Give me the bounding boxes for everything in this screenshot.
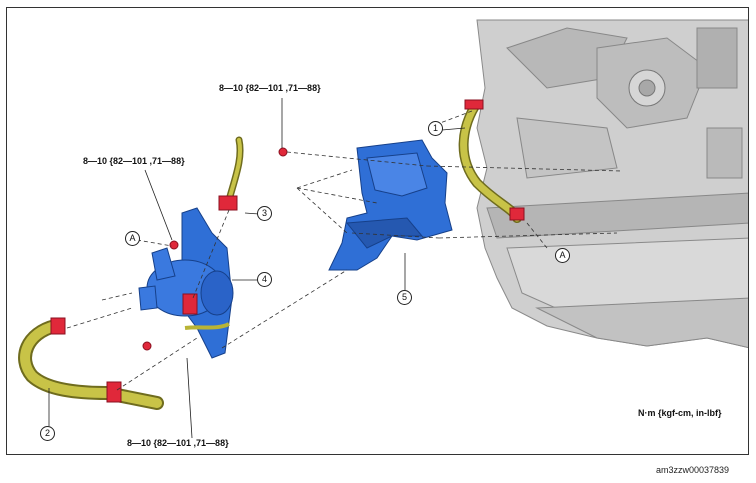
leader-lines [48, 98, 466, 439]
bolts [142, 147, 288, 351]
torque-label-bottom: 8—10 {82—101 ,71—88} [127, 438, 229, 448]
units-legend: N·m {kgf-cm, in-lbf} [638, 408, 722, 418]
callout-2: 2 [40, 426, 55, 441]
hose-3 [218, 136, 244, 211]
water-pump-4 [138, 207, 234, 359]
torque-label-top: 8—10 {82—101 ,71—88} [219, 83, 321, 93]
callout-5: 5 [397, 290, 412, 305]
callout-3: 3 [257, 206, 272, 221]
diagram-frame: 8—10 {82—101 ,71—88} 8—10 {82—101 ,71—88… [6, 7, 749, 455]
torque-label-left: 8—10 {82—101 ,71—88} [83, 156, 185, 166]
hose-2 [18, 317, 164, 410]
callout-ref-a-left: A [125, 231, 140, 246]
guide-lines [66, 110, 623, 391]
callout-1: 1 [428, 121, 443, 136]
callout-4: 4 [257, 272, 272, 287]
engine-block [476, 19, 748, 349]
hose-1 [458, 99, 525, 223]
exploded-view-drawing [18, 19, 748, 439]
callout-ref-a-right: A [555, 248, 570, 263]
figure-id: am3zzw00037839 [656, 465, 730, 475]
bracket-5 [328, 139, 453, 271]
